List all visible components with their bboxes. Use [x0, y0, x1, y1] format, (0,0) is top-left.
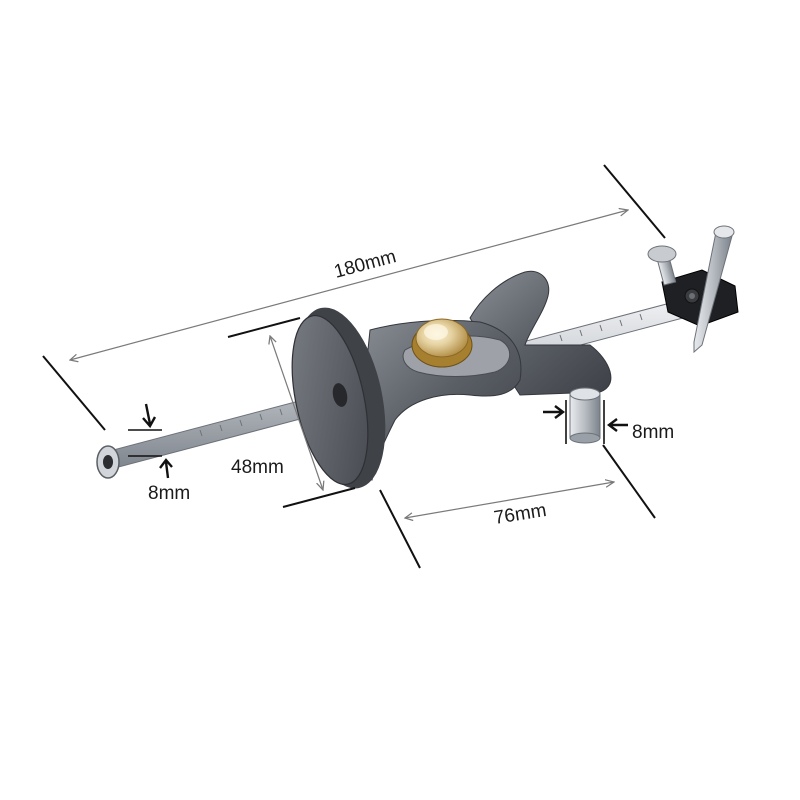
extension-line-base-right — [602, 444, 656, 519]
extension-line-right — [603, 164, 666, 239]
dimension-rod-diameter: 8mm — [128, 403, 190, 504]
dimension-pin-diameter: 8mm — [543, 400, 674, 444]
extension-line-fence-top — [227, 317, 301, 338]
label-fence-diameter: 48mm — [231, 457, 284, 478]
base-pin — [569, 387, 601, 444]
dimension-line-base — [405, 482, 614, 518]
dimension-line-fence — [270, 336, 323, 490]
dimension-base-width: 76mm — [379, 444, 656, 569]
dimension-fence-diameter: 48mm — [227, 317, 356, 508]
arrow-icon — [607, 418, 628, 432]
extension-line-base-left — [379, 489, 421, 569]
cutter-pin — [693, 225, 735, 354]
label-rod-diameter: 8mm — [148, 483, 190, 504]
extension-line-fence-bottom — [282, 487, 356, 508]
arrow-icon — [159, 458, 173, 479]
extension-line-left — [42, 355, 106, 431]
label-overall-length: 180mm — [332, 246, 399, 283]
gauge-body — [354, 270, 612, 481]
brass-thumb-screw — [411, 318, 473, 368]
label-pin-diameter: 8mm — [632, 422, 674, 443]
dimension-line-overall — [70, 210, 628, 360]
arrow-icon — [543, 405, 565, 419]
label-base-width: 76mm — [492, 500, 547, 529]
arrow-icon — [142, 403, 157, 429]
